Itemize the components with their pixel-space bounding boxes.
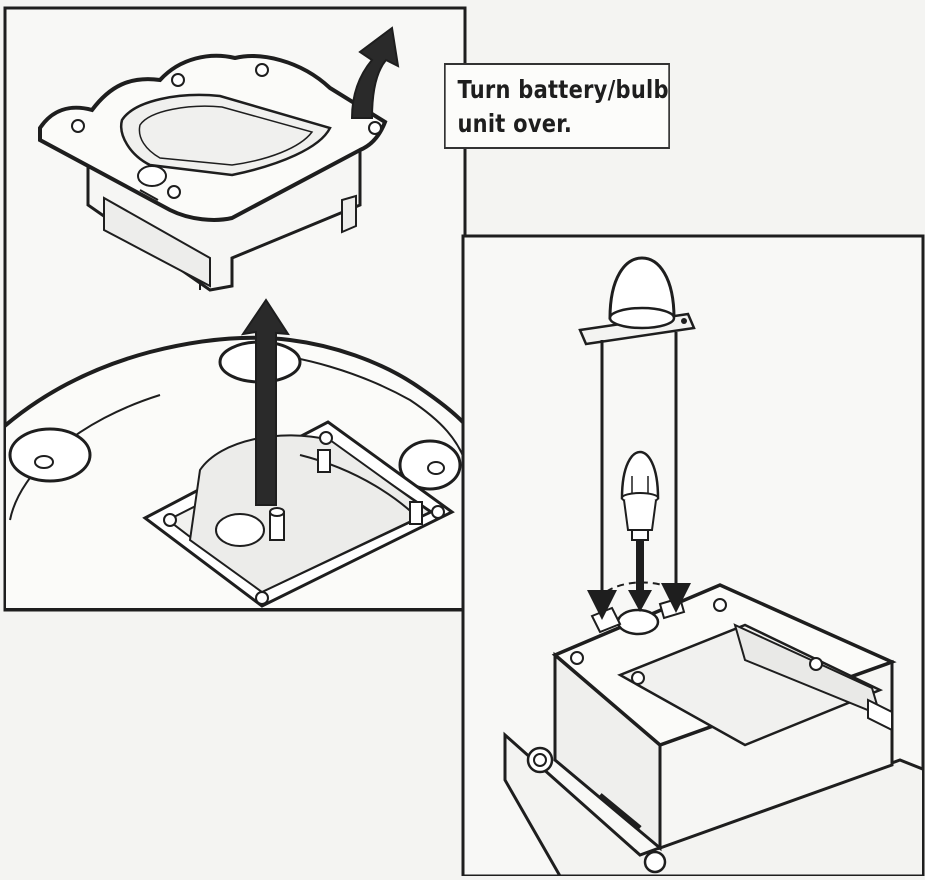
arrow-up-icon xyxy=(240,298,290,506)
panel-right xyxy=(461,234,925,878)
instruction-callout: Turn battery/bulb unit over. xyxy=(444,63,670,149)
instruction-line-2: unit over. xyxy=(457,109,573,138)
instruction-line-1: Turn battery/bulb xyxy=(457,75,669,104)
curved-arrow-icon xyxy=(350,26,400,119)
bulb xyxy=(620,450,660,541)
panel-left xyxy=(3,6,467,612)
base-housing xyxy=(6,335,464,609)
battery-bulb-unit-top xyxy=(38,53,388,292)
battery-bulb-unit-bottom xyxy=(503,581,922,875)
bulb-cover xyxy=(578,256,696,346)
arrow-down-icon xyxy=(587,332,691,620)
